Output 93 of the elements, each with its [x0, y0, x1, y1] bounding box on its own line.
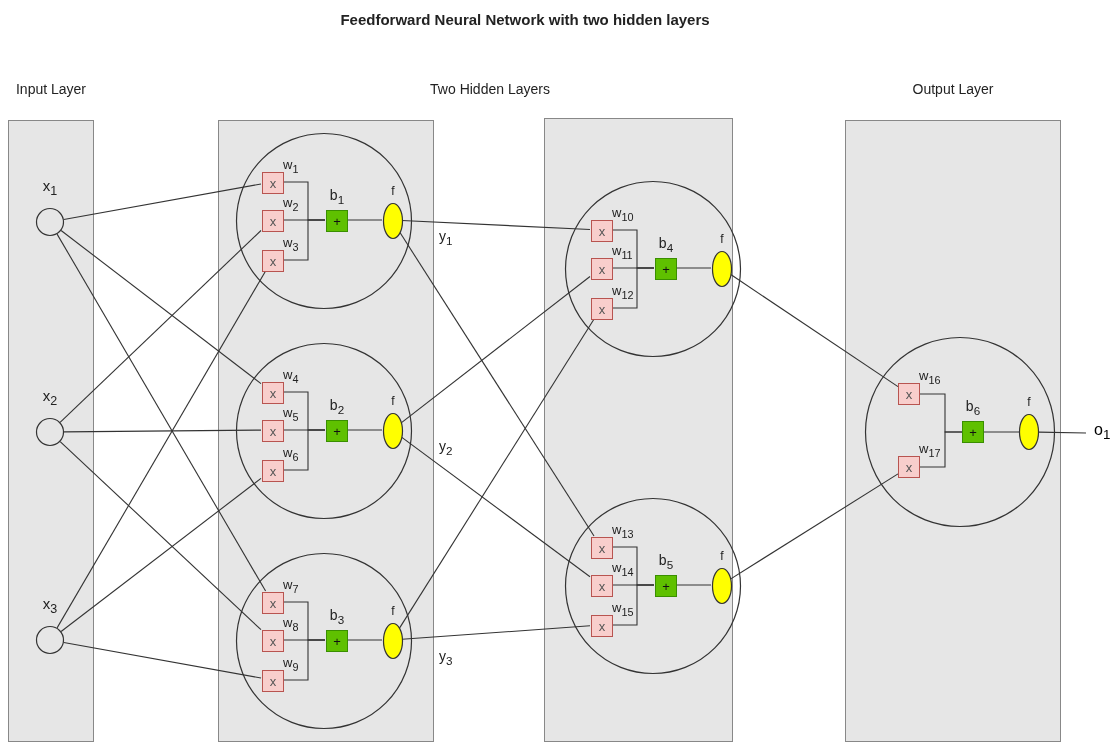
- connector-line: [346, 429, 383, 431]
- weight-label: w$_{6}$: [283, 446, 299, 463]
- bias-label: b$_{4}$: [658, 236, 674, 254]
- diagram-title: Feedforward Neural Network with two hidden layers: [340, 12, 710, 27]
- connector-line: [611, 584, 655, 626]
- multiplier-node: x: [898, 383, 920, 405]
- connector-line: [675, 267, 712, 269]
- multiplier-node: x: [262, 460, 284, 482]
- connector-line: [1038, 431, 1087, 434]
- connector-line: [63, 641, 262, 679]
- weight-label: w$_{3}$: [283, 236, 299, 253]
- connector-line: [59, 229, 262, 423]
- connector-line: [56, 270, 267, 629]
- connector-line: [400, 275, 591, 424]
- signal-label: y$_{2}$: [439, 439, 453, 457]
- bias-label: b$_{3}$: [329, 608, 345, 626]
- weight-label: w$_{17}$: [919, 442, 941, 459]
- connector-line: [56, 233, 267, 592]
- signal-label: y$_{1}$: [439, 229, 453, 247]
- input-label: x$_{2}$: [42, 388, 58, 408]
- multiplier-node: x: [898, 456, 920, 478]
- function-label: f: [720, 550, 724, 562]
- multiplier-node: x: [591, 258, 613, 280]
- connector-line: [282, 639, 326, 681]
- adder-node: +: [655, 258, 677, 280]
- multiplier-node: x: [591, 537, 613, 559]
- adder-node: +: [655, 575, 677, 597]
- connector-line: [919, 431, 963, 468]
- function-label: f: [391, 185, 395, 197]
- output-label: o$_{1}$: [1094, 421, 1113, 445]
- weight-label: w$_{11}$: [612, 244, 633, 261]
- weight-label: w$_{2}$: [283, 196, 299, 213]
- weight-label: w$_{8}$: [283, 616, 299, 633]
- weight-label: w$_{7}$: [283, 578, 299, 595]
- multiplier-node: x: [591, 298, 613, 320]
- weight-label: w$_{1}$: [283, 158, 299, 175]
- multiplier-node: x: [262, 420, 284, 442]
- input-label: x$_{3}$: [42, 596, 58, 616]
- bias-label: b$_{5}$: [658, 553, 674, 571]
- multiplier-node: x: [591, 615, 613, 637]
- connector-line: [59, 441, 262, 631]
- connector-line: [675, 584, 712, 586]
- signal-label: y$_{3}$: [439, 649, 453, 667]
- connector-line: [63, 183, 262, 221]
- connector-line: [63, 429, 262, 433]
- connector-line: [282, 429, 326, 471]
- weight-label: w$_{10}$: [612, 206, 634, 223]
- bias-label: b$_{6}$: [965, 399, 981, 417]
- multiplier-node: x: [262, 382, 284, 404]
- adder-node: +: [326, 630, 348, 652]
- connector-line: [346, 219, 383, 221]
- weight-label: w$_{16}$: [919, 369, 941, 386]
- connector-line: [401, 625, 591, 640]
- weight-label: w$_{15}$: [612, 601, 634, 618]
- multiplier-node: x: [262, 630, 284, 652]
- weight-label: w$_{14}$: [612, 561, 634, 578]
- function-label: f: [391, 605, 395, 617]
- weight-label: w$_{5}$: [283, 406, 299, 423]
- weight-label: w$_{13}$: [612, 523, 634, 540]
- adder-node: +: [962, 421, 984, 443]
- weight-label: w$_{9}$: [283, 656, 299, 673]
- multiplier-node: x: [262, 250, 284, 272]
- connector-line: [60, 477, 262, 633]
- connector-line: [401, 219, 591, 231]
- connector-line: [611, 267, 655, 309]
- adder-node: +: [326, 420, 348, 442]
- connector-line: [983, 431, 1020, 433]
- adder-node: +: [326, 210, 348, 232]
- multiplier-node: x: [591, 575, 613, 597]
- weight-label: w$_{12}$: [612, 284, 634, 301]
- connector-line: [729, 273, 899, 388]
- connector-line: [400, 436, 591, 578]
- connector-line: [60, 229, 262, 385]
- function-label: f: [1027, 396, 1031, 408]
- layer-heading: Input Layer: [15, 82, 87, 96]
- multiplier-node: x: [262, 592, 284, 614]
- connector-line: [282, 219, 326, 261]
- connector-line: [398, 318, 595, 629]
- connector-line: [346, 639, 383, 641]
- bias-label: b$_{1}$: [329, 188, 345, 206]
- weight-label: w$_{4}$: [283, 368, 299, 385]
- layer-heading: Two Hidden Layers: [430, 82, 550, 96]
- input-label: x$_{1}$: [42, 178, 58, 198]
- function-label: f: [720, 233, 724, 245]
- multiplier-node: x: [262, 210, 284, 232]
- function-label: f: [391, 395, 395, 407]
- multiplier-node: x: [262, 670, 284, 692]
- connector-line: [398, 231, 595, 537]
- multiplier-node: x: [591, 220, 613, 242]
- bias-label: b$_{2}$: [329, 398, 345, 416]
- connector-line: [729, 473, 899, 580]
- multiplier-node: x: [262, 172, 284, 194]
- layer-heading: Output Layer: [912, 82, 994, 96]
